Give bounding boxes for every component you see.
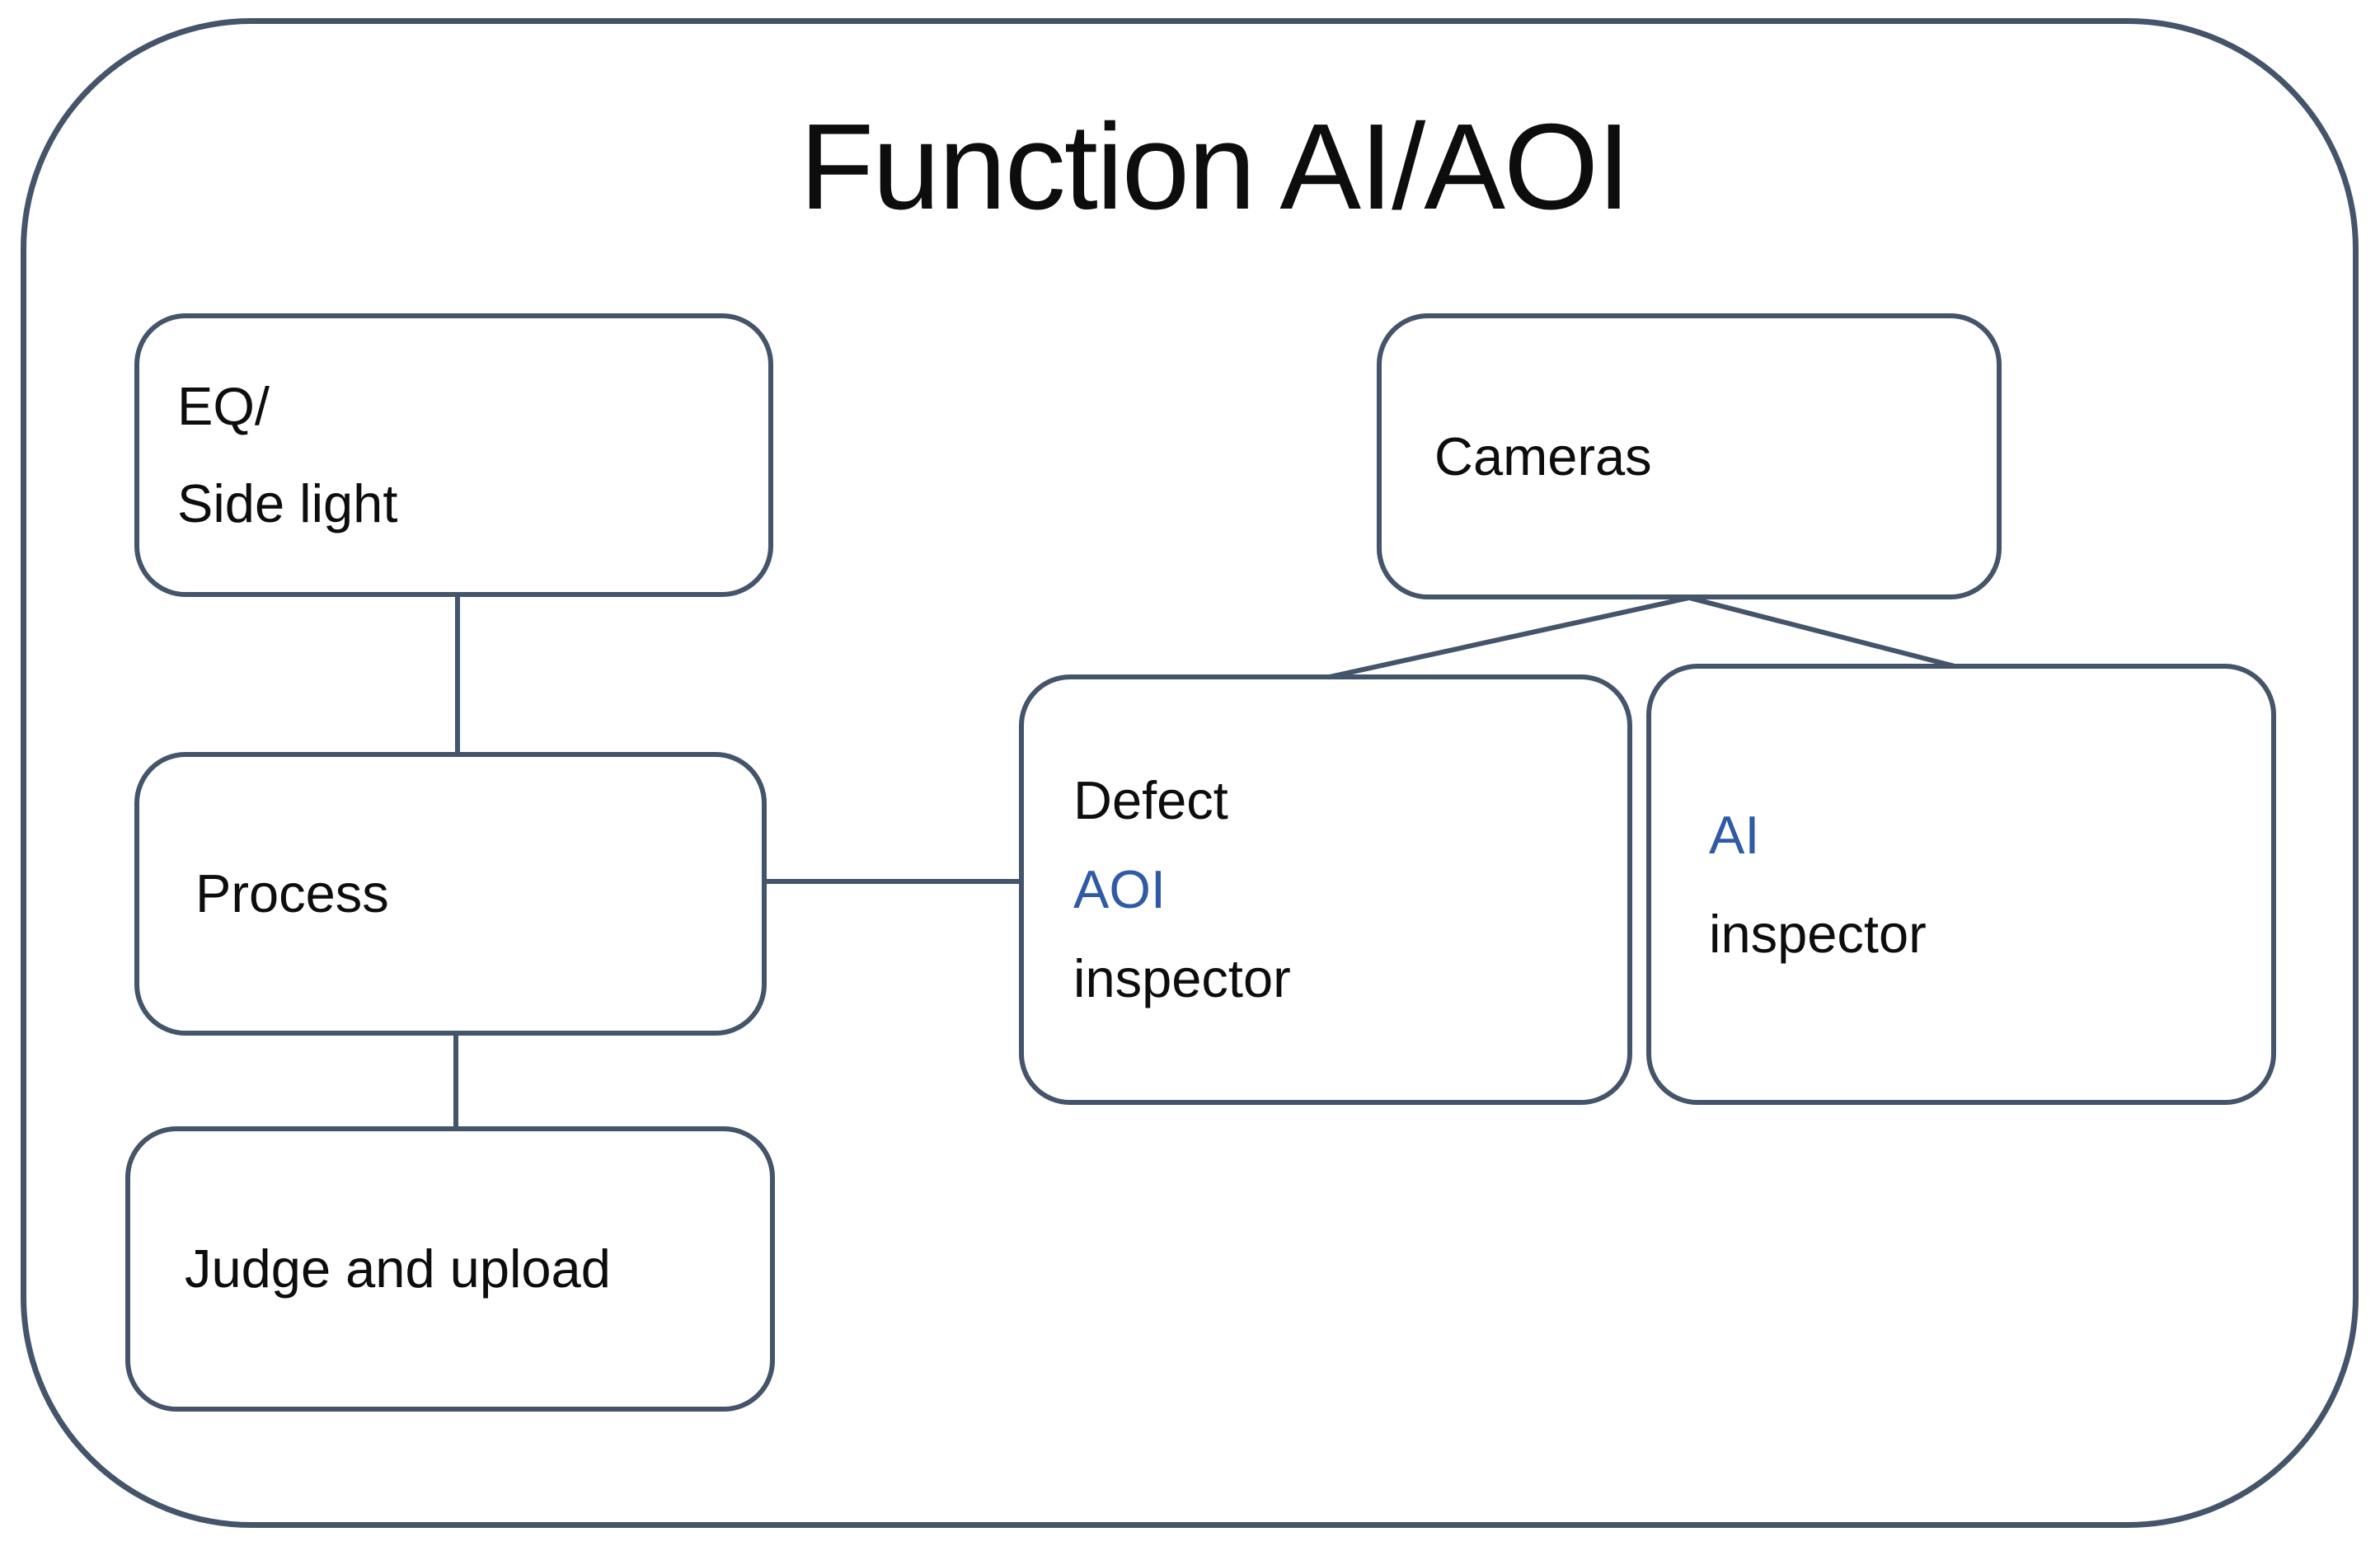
- diagram-title: Function AI/AOI: [799, 99, 1631, 235]
- node-defect-aoi-inspector: Defect AOI inspector: [1019, 674, 1632, 1105]
- node-ai-line1-ai: AI: [1709, 804, 1760, 865]
- node-defect-line1: Defect: [1073, 770, 1228, 830]
- node-eq-side-light-line2: Side light: [177, 473, 398, 533]
- node-ai-inspector: AI inspector: [1646, 664, 2276, 1105]
- node-judge-and-upload: Judge and upload: [125, 1126, 775, 1412]
- node-eq-side-light: EQ/ Side light: [134, 313, 773, 597]
- node-ai-line2: inspector: [1709, 903, 1927, 964]
- node-process: Process: [134, 752, 767, 1036]
- node-eq-side-light-line1: EQ/: [177, 376, 270, 436]
- node-judge-label: Judge and upload: [185, 1238, 611, 1299]
- node-defect-line2-aoi: AOI: [1073, 859, 1166, 919]
- connector-cameras-to-ai: [1688, 595, 1962, 670]
- node-cameras: Cameras: [1377, 313, 2002, 599]
- node-defect-line3: inspector: [1073, 948, 1291, 1008]
- node-process-label: Process: [195, 863, 389, 923]
- node-cameras-label: Cameras: [1434, 425, 1652, 486]
- connector-cameras-to-defect: [1325, 595, 1690, 680]
